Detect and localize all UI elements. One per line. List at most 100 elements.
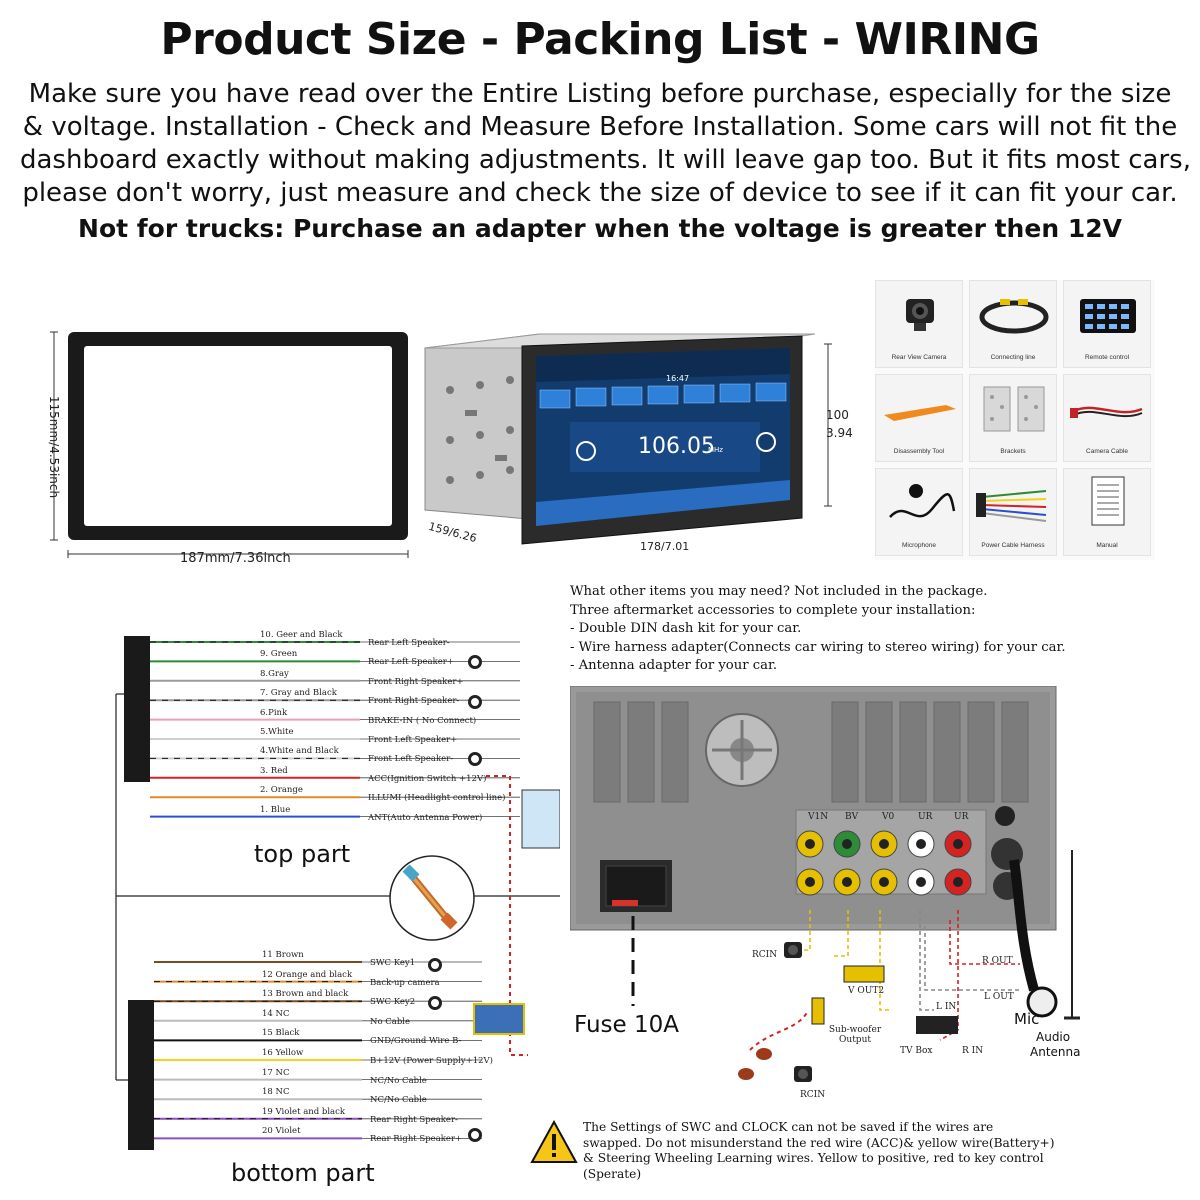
wire-function-label: SWC Key2: [370, 997, 416, 1008]
wire-function-label: B+12V (Power Supply+12V): [370, 1056, 493, 1066]
wire-color-label: 4.White and Black: [260, 746, 339, 757]
wire-function-label: NC/No Cable: [370, 1095, 427, 1106]
audio-label: Audio: [1036, 1030, 1071, 1044]
rear-connections: [738, 910, 1020, 1082]
pack-item-remote-control: Remote control: [1063, 280, 1151, 368]
relay-icon: [473, 1003, 525, 1035]
wire-color-label: 8.Gray: [260, 668, 289, 679]
pack-item-harness: Power Cable Harness: [969, 468, 1057, 556]
pack-item-disassembly-tool: Disassembly Tool: [875, 374, 963, 462]
steering-wheel-icon: [428, 958, 442, 972]
not-included-line: - Double DIN dash kit for your car.: [570, 621, 802, 636]
wire-function-label: Front Left Speaker+: [368, 735, 458, 745]
not-included-line: What other items you may need? Not inclu…: [570, 584, 988, 599]
subwoofer-label: Sub-woofer Output: [828, 1025, 882, 1045]
wire-color-label: 18 NC: [262, 1087, 290, 1098]
unit-height-mm-label: 100: [826, 408, 849, 422]
top-part-label: top part: [254, 840, 351, 868]
wire-color-label: 15 Black: [262, 1028, 300, 1039]
frame-width-label: 187mm/7.36inch: [180, 551, 291, 566]
note-line: (Sperate): [583, 1166, 642, 1181]
pack-item-microphone: Microphone: [875, 468, 963, 556]
wire-color-label: 12 Orange and black: [262, 969, 353, 980]
rca-jack-hole: [953, 839, 963, 849]
notice-line: & voltage. Installation - Check and Meas…: [22, 112, 1178, 142]
wire-color-label: 7. Gray and Black: [260, 688, 337, 699]
note-line: The Settings of SWC and CLOCK can not be…: [583, 1120, 994, 1134]
rca-jack-hole: [879, 839, 889, 849]
speaker-marker-icon: [468, 655, 482, 669]
pack-item-label: Remote control: [1084, 354, 1130, 361]
tv-box-icon: [916, 1016, 958, 1034]
rin-label: R IN: [962, 1046, 984, 1056]
rca-jack-hole: [805, 877, 815, 887]
head-unit-diagram: 16:47 106.05 MHz: [420, 330, 870, 560]
not-included-line: Three aftermarket accessories to complet…: [570, 602, 976, 618]
rear-camera-icon: [906, 299, 934, 331]
port-label-v0: V0: [882, 812, 895, 822]
port-label-v1n: V1N: [808, 812, 829, 822]
pack-item-label: Microphone: [902, 542, 936, 549]
wire-function-label: NC/No Cable: [370, 1075, 427, 1086]
rca-jack-hole: [916, 877, 926, 887]
mic-cable-icon: [1009, 859, 1039, 992]
port-label-bv: BV: [845, 812, 859, 822]
rcin-camera-2-icon: [794, 1066, 812, 1082]
vout-monitor-icon: [843, 965, 885, 983]
pack-item-label: Manual: [1096, 542, 1118, 549]
warning-triangle-icon: [530, 1120, 578, 1163]
bottom-connector: [128, 1000, 154, 1150]
pack-item-label: Camera Cable: [1086, 448, 1128, 455]
rca-jack-hole: [805, 839, 815, 849]
camera-cable-icon: [1070, 406, 1143, 418]
wire-function-label: Back-up camera: [370, 977, 440, 988]
wire-color-label: 13 Brown and black: [262, 989, 349, 1000]
wire-color-label: 1. Blue: [260, 804, 291, 815]
antenna-label: Antenna: [1030, 1045, 1081, 1059]
wire-color-label: 5.White: [260, 727, 294, 737]
wire-function-label: BRAKE-IN ( No Connect): [368, 715, 477, 726]
wire-function-label: ILLUMI (Headlight control line): [368, 793, 506, 804]
dash-frame-diagram: [40, 322, 420, 572]
wire-function-label: Rear Right Speaker-: [370, 1114, 458, 1125]
screen-band: MHz: [708, 446, 723, 454]
pack-item-rear-camera: Rear View Camera: [875, 280, 963, 368]
port-label-ur1: UR: [918, 812, 933, 822]
remote-control-icon: [1080, 299, 1136, 333]
disassembly-tool-icon: [884, 405, 956, 421]
rcin-label-2: RCIN: [800, 1090, 826, 1100]
wire-function-label: Front Right Speaker+: [368, 676, 464, 687]
wire-function-label: SWC Key1: [370, 958, 416, 968]
dash-frame-illustration: [50, 331, 409, 558]
wire-color-label: 14 NC: [262, 1008, 290, 1019]
lin-label: L IN: [936, 1002, 957, 1012]
head-unit-illustration: [424, 333, 832, 545]
wire-color-label: 2. Orange: [260, 785, 303, 796]
notice-text: Make sure you have read over the Entire …: [20, 78, 1191, 210]
wire-color-label: 20 Violet: [262, 1126, 301, 1137]
wire-color-label: 16 Yellow: [262, 1048, 304, 1058]
brackets-icon: [983, 386, 1045, 432]
notice-line: please don't worry, just measure and che…: [22, 178, 1178, 208]
fuse-label: Fuse 10A: [574, 1012, 679, 1038]
wire-color-label: 6.Pink: [260, 707, 288, 718]
not-included-line: - Wire harness adapter(Connects car wiri…: [570, 639, 1066, 655]
pack-item-label: Connecting line: [990, 354, 1036, 361]
rcin-label: RCIN: [752, 950, 778, 960]
tvbox-label: TV Box: [900, 1046, 933, 1056]
unit-width-label: 178/7.01: [640, 540, 690, 553]
wire-color-label: 10. Geer and Black: [260, 630, 343, 640]
wiring-diagram: [115, 636, 560, 1150]
swc-warning-note: The Settings of SWC and CLOCK can not be…: [583, 1120, 1103, 1182]
not-included-list: What other items you may need? Not inclu…: [570, 583, 1190, 676]
note-line: & Steering Wheeling Learning wires. Yell…: [583, 1151, 1044, 1165]
wire-function-label: Rear Left Speaker-: [368, 638, 450, 648]
wire-color-label: 19 Violet and black: [262, 1106, 346, 1117]
rout-label: R OUT: [982, 956, 1013, 966]
subwoofer-plug-icon: [811, 997, 825, 1025]
wire-function-label: ACC(Ignition Switch +12V): [368, 773, 487, 784]
rca-jack-hole: [916, 839, 926, 849]
frame-height-label: 115mm/4.53inch: [47, 395, 61, 499]
fuse-pointer: [631, 916, 635, 1006]
wire-function-label: Front Left Speaker-: [368, 754, 454, 765]
